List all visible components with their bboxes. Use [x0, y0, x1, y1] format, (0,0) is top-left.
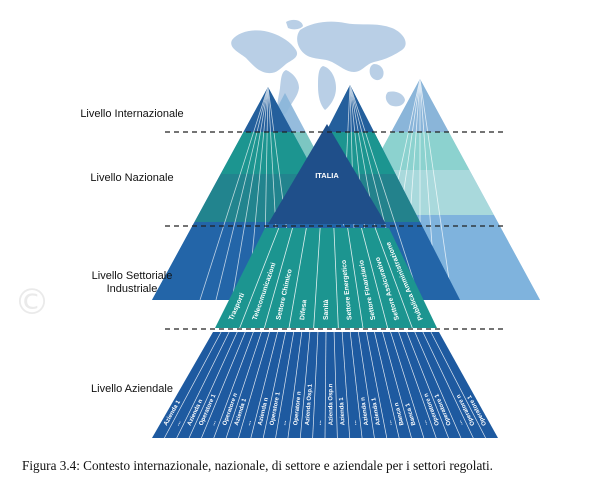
company-divider	[324, 331, 327, 439]
company-divider	[398, 331, 437, 439]
company-divider	[414, 331, 462, 439]
company-divider	[176, 331, 230, 439]
sector-label: Sanità	[323, 299, 330, 320]
company-divider	[262, 331, 286, 439]
company-divider	[366, 331, 388, 439]
company-divider	[201, 331, 246, 439]
company-divider	[188, 331, 238, 439]
sector-divider	[263, 227, 293, 329]
label-livello-settoriale: Livello Settoriale Industriale	[62, 270, 202, 296]
company-divider	[430, 331, 486, 439]
company-label: ...	[246, 419, 253, 426]
company-divider	[341, 331, 351, 439]
company-label: ...	[210, 419, 218, 426]
company-divider	[275, 331, 295, 439]
company-divider	[225, 331, 262, 439]
company-divider	[299, 331, 311, 439]
company-label: Azienda 1	[339, 396, 346, 425]
company-label: Azienda 1	[371, 396, 382, 425]
company-label: ...	[175, 419, 183, 426]
company-label: Banca n	[394, 401, 406, 425]
figure-caption: Figura 3.4: Contesto internazionale, naz…	[22, 458, 493, 473]
sector-label: Difesa	[299, 299, 308, 320]
company-label: Azienda Osp.1	[305, 383, 314, 425]
pyramid-italia: ITALIA	[268, 124, 386, 224]
company-divider	[406, 331, 449, 439]
sector-divider	[361, 227, 389, 329]
company-divider	[382, 331, 412, 439]
company-divider	[312, 331, 319, 439]
company-label: ...	[281, 420, 288, 426]
company-divider	[164, 331, 222, 439]
company-label: Azienda Osp.n	[328, 383, 334, 425]
company-divider	[238, 331, 270, 439]
sector-divider	[313, 227, 321, 329]
company-label: ...	[317, 420, 323, 426]
company-divider	[390, 331, 425, 439]
company-label: ...	[387, 419, 394, 425]
company-divider	[333, 331, 338, 439]
italia-label: ITALIA	[315, 171, 339, 180]
company-label: ...	[422, 419, 429, 426]
level-separators	[165, 131, 503, 330]
company-divider	[357, 331, 375, 439]
sector-divider	[239, 227, 280, 329]
company-label: ...	[457, 419, 465, 426]
copyright-watermark: ©	[14, 282, 50, 323]
company-divider	[213, 331, 254, 439]
company-label: Operatore n	[293, 391, 303, 426]
world-map	[231, 19, 406, 116]
sector-divider	[347, 227, 364, 329]
company-label: ...	[352, 420, 358, 426]
company-label: Azienda n	[360, 396, 370, 425]
company-divider	[287, 331, 303, 439]
company-divider	[349, 331, 363, 439]
label-settoriale-line2: Industriale	[106, 283, 158, 295]
label-livello-internazionale: Livello Internazionale	[80, 108, 184, 120]
sector-divider	[333, 227, 339, 329]
company-divider	[422, 331, 474, 439]
company-divider	[374, 331, 400, 439]
label-livello-nazionale: Livello Nazionale	[90, 172, 174, 184]
company-divider	[250, 331, 278, 439]
sector-divider	[288, 227, 307, 329]
label-livello-aziendale: Livello Aziendale	[91, 383, 173, 395]
label-settoriale-line1: Livello Settoriale	[91, 270, 173, 282]
sector-divider	[374, 227, 413, 329]
